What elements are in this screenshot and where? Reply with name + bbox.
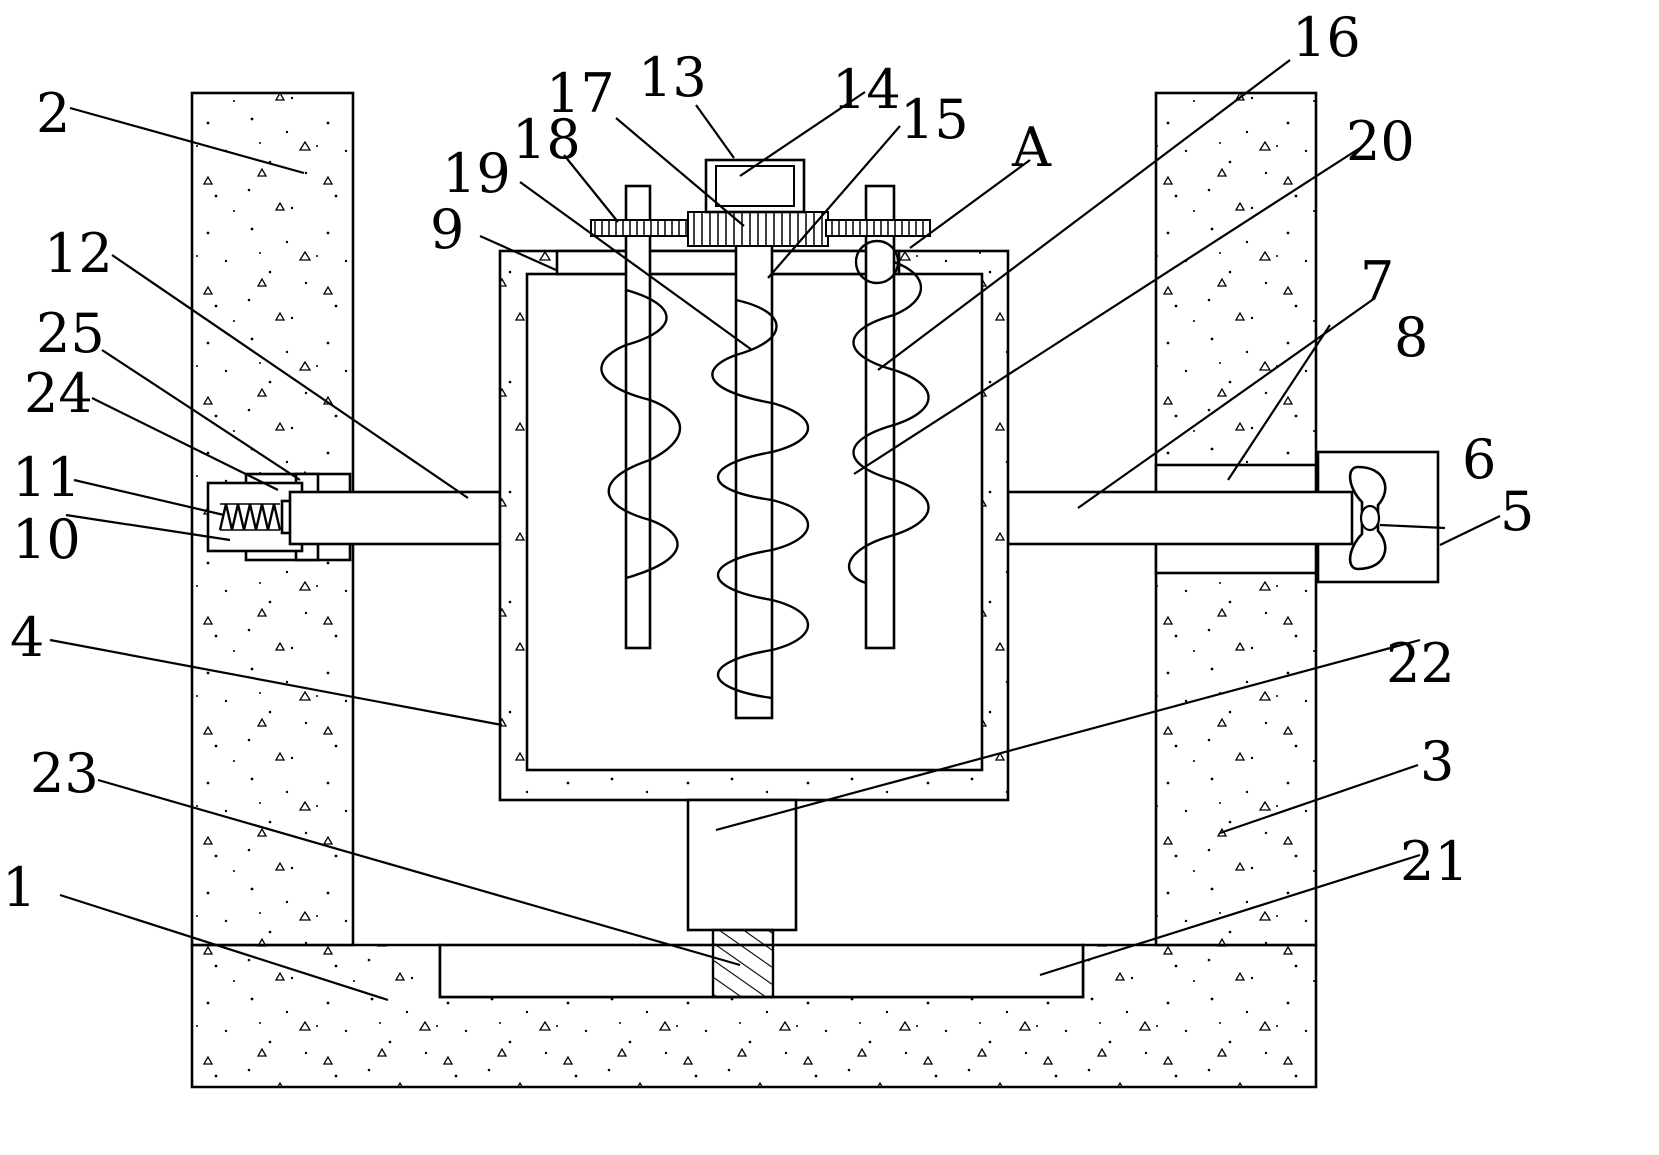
label-11: 11: [12, 446, 81, 509]
label-2: 2: [36, 82, 70, 145]
motor-14: [704, 158, 806, 214]
label-5: 5: [1500, 480, 1534, 543]
gear-18: [590, 219, 692, 237]
right-shaft-7: [1006, 490, 1354, 546]
label-23: 23: [30, 742, 99, 805]
label-25: 25: [36, 302, 105, 365]
label-16: 16: [1292, 6, 1361, 69]
right-gear: [825, 219, 931, 237]
label-15: 15: [900, 88, 969, 151]
label-10: 10: [12, 508, 81, 571]
lid-plate-9: [555, 249, 901, 276]
label-9: 9: [430, 198, 464, 261]
right-stirring-shaft: [864, 184, 896, 650]
label-13: 13: [638, 46, 707, 109]
label-22: 22: [1386, 632, 1455, 695]
label-7: 7: [1360, 250, 1394, 313]
label-6: 6: [1462, 428, 1496, 491]
left-shaft-12: [288, 490, 502, 546]
label-4: 4: [10, 606, 44, 669]
middle-shaft-15: [734, 228, 774, 720]
threaded-rod-23: [711, 928, 775, 999]
label-18: 18: [512, 108, 581, 171]
label-8: 8: [1394, 306, 1428, 369]
label-1: 1: [2, 856, 36, 919]
label-19: 19: [442, 142, 511, 205]
cylinder-22: [686, 798, 798, 932]
label-14: 14: [832, 58, 901, 121]
label-A: A: [1011, 116, 1052, 179]
label-12: 12: [44, 222, 113, 285]
label-3: 3: [1420, 730, 1454, 793]
label-24: 24: [24, 362, 93, 425]
label-20: 20: [1346, 110, 1415, 173]
label-21: 21: [1400, 830, 1469, 893]
label-17: 17: [546, 62, 615, 125]
left-stirring-shaft: [624, 184, 652, 650]
